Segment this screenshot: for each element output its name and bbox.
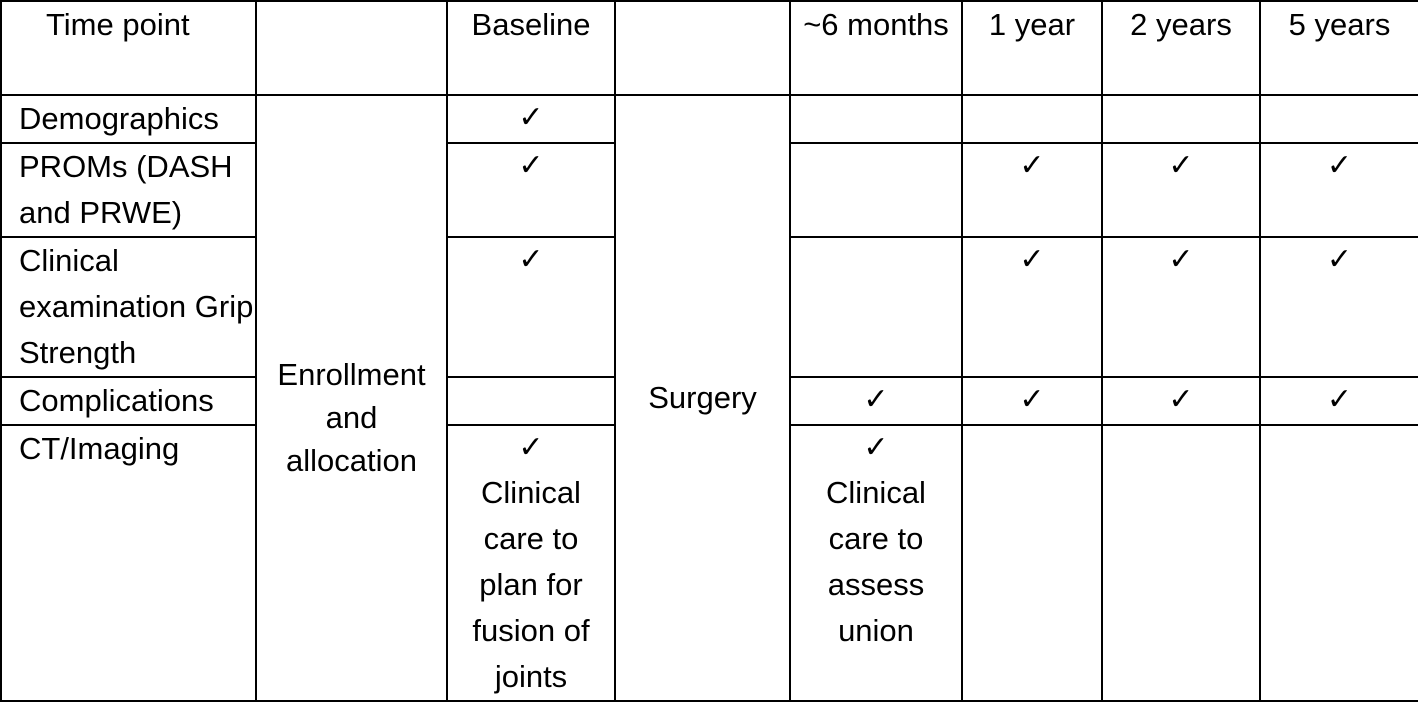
check-icon: ✓ <box>1326 148 1353 183</box>
check-icon: ✓ <box>518 242 544 277</box>
check-icon: ✓ <box>518 430 544 465</box>
baseline-cell: ✓ <box>446 142 616 238</box>
baseline-cell <box>446 376 616 426</box>
six-months-note: Clinical care to assess union <box>826 475 926 648</box>
check-icon: ✓ <box>518 148 544 183</box>
baseline-note: Clinical care to plan for fusion of join… <box>472 475 590 694</box>
header-surgery-blank <box>614 0 791 96</box>
two-years-cell: ✓ <box>1101 236 1261 378</box>
header-six-months: ~6 months <box>789 0 963 96</box>
six-months-cell <box>789 94 963 144</box>
check-icon: ✓ <box>1019 148 1045 183</box>
check-icon: ✓ <box>863 430 889 465</box>
five-years-cell: ✓ <box>1259 236 1418 378</box>
table-row: Demographics Enrollment and allocation ✓… <box>0 94 1418 702</box>
baseline-cell: ✓ <box>446 236 616 378</box>
row-label: Clinical examination Grip Strength <box>0 236 257 378</box>
one-year-cell: ✓ <box>961 236 1103 378</box>
header-one-year: 1 year <box>961 0 1103 96</box>
header-time-point: Time point <box>0 0 257 96</box>
two-years-cell: ✓ <box>1101 376 1261 426</box>
two-years-cell <box>1101 94 1261 144</box>
check-icon: ✓ <box>1326 242 1353 277</box>
check-icon: ✓ <box>1168 242 1194 277</box>
check-icon: ✓ <box>1019 242 1045 277</box>
six-months-cell: ✓ <box>789 376 963 426</box>
six-months-cell <box>789 142 963 238</box>
header-two-years: 2 years <box>1101 0 1261 96</box>
baseline-cell: ✓ Clinical care to plan for fusion of jo… <box>446 424 616 702</box>
check-icon: ✓ <box>1168 148 1194 183</box>
six-months-cell: ✓ Clinical care to assess union <box>789 424 963 702</box>
check-icon: ✓ <box>863 382 889 417</box>
one-year-cell <box>961 424 1103 702</box>
five-years-cell <box>1259 424 1418 702</box>
one-year-cell: ✓ <box>961 142 1103 238</box>
table-row: Complications ✓ ✓ ✓ ✓ <box>0 376 1418 426</box>
header-enrollment-blank <box>255 0 448 96</box>
row-label: PROMs (DASH and PRWE) <box>0 142 257 238</box>
enrollment-cell: Enrollment and allocation <box>255 94 448 702</box>
table-row: Clinical examination Grip Strength ✓ ✓ ✓… <box>0 236 1418 378</box>
check-icon: ✓ <box>518 100 544 135</box>
two-years-cell <box>1101 424 1261 702</box>
one-year-cell <box>961 94 1103 144</box>
five-years-cell: ✓ <box>1259 142 1418 238</box>
row-label: CT/Imaging <box>0 424 257 702</box>
table-row: PROMs (DASH and PRWE) ✓ ✓ ✓ ✓ <box>0 142 1418 238</box>
surgery-label: Surgery <box>648 380 757 415</box>
table-row: CT/Imaging ✓ Clinical care to plan for f… <box>0 424 1418 702</box>
five-years-cell: ✓ <box>1259 376 1418 426</box>
header-five-years: 5 years <box>1259 0 1418 96</box>
check-icon: ✓ <box>1019 382 1045 417</box>
baseline-cell: ✓ <box>446 94 616 144</box>
check-icon: ✓ <box>1326 382 1353 417</box>
row-label: Complications <box>0 376 257 426</box>
two-years-cell: ✓ <box>1101 142 1261 238</box>
six-months-cell <box>789 236 963 378</box>
one-year-cell: ✓ <box>961 376 1103 426</box>
row-label: Demographics <box>0 94 257 144</box>
header-row: Time point Baseline ~6 months 1 year 2 y… <box>0 0 1418 96</box>
enrollment-label: Enrollment and allocation <box>277 356 426 478</box>
check-icon: ✓ <box>1168 382 1194 417</box>
header-baseline: Baseline <box>446 0 616 96</box>
five-years-cell <box>1259 94 1418 144</box>
surgery-cell: Surgery <box>614 94 791 702</box>
